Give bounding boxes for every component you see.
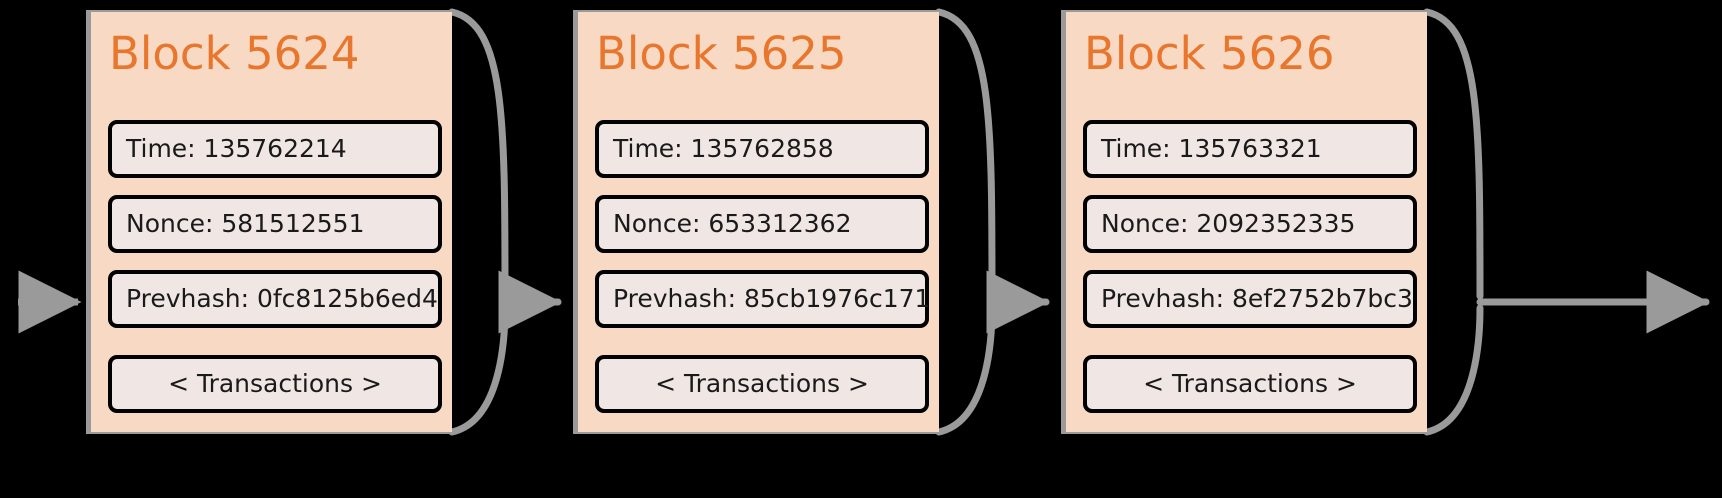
block-field-time-text: Time: 135762214 — [126, 134, 347, 163]
connector-block1-to-block2 — [448, 8, 562, 436]
block-field-transactions[interactable]: < Transactions > — [595, 355, 929, 413]
block-field-prevhash: Prevhash: 0fc8125b6ed4 — [108, 270, 442, 328]
block-field-nonce: Nonce: 2092352335 — [1083, 195, 1417, 253]
block-field-time: Time: 135762214 — [108, 120, 442, 178]
block-field-nonce-text: Nonce: 653312362 — [613, 209, 852, 238]
block-field-time: Time: 135763321 — [1083, 120, 1417, 178]
block-title: Block 5624 — [109, 27, 360, 80]
block-field-nonce: Nonce: 581512551 — [108, 195, 442, 253]
block-field-time-text: Time: 135763321 — [1101, 134, 1322, 163]
block-field-nonce-text: Nonce: 2092352335 — [1101, 209, 1356, 238]
connector-block3-to-next — [1423, 8, 1710, 436]
block-field-transactions-text: < Transactions > — [168, 369, 382, 398]
block-field-transactions[interactable]: < Transactions > — [108, 355, 442, 413]
block-field-prevhash-text: Prevhash: 8ef2752b7bc3 — [1101, 284, 1413, 313]
block-field-prevhash-text: Prevhash: 85cb1976c171 — [613, 284, 931, 313]
block-field-prevhash-text: Prevhash: 0fc8125b6ed4 — [126, 284, 438, 313]
block-field-nonce: Nonce: 653312362 — [595, 195, 929, 253]
connector-block2-to-block3 — [935, 8, 1050, 436]
block-card[interactable]: Block 5624 Time: 135762214 Nonce: 581512… — [86, 10, 452, 434]
block-field-time-text: Time: 135762858 — [613, 134, 834, 163]
block-field-prevhash: Prevhash: 8ef2752b7bc3 — [1083, 270, 1417, 328]
block-card[interactable]: Block 5626 Time: 135763321 Nonce: 209235… — [1061, 10, 1427, 434]
block-field-time: Time: 135762858 — [595, 120, 929, 178]
block-title: Block 5625 — [596, 27, 847, 80]
block-field-prevhash: Prevhash: 85cb1976c171 — [595, 270, 931, 328]
block-field-transactions-text: < Transactions > — [655, 369, 869, 398]
block-title: Block 5626 — [1084, 27, 1335, 80]
block-card[interactable]: Block 5625 Time: 135762858 Nonce: 653312… — [573, 10, 939, 434]
block-field-transactions[interactable]: < Transactions > — [1083, 355, 1417, 413]
block-field-nonce-text: Nonce: 581512551 — [126, 209, 365, 238]
block-field-transactions-text: < Transactions > — [1143, 369, 1357, 398]
